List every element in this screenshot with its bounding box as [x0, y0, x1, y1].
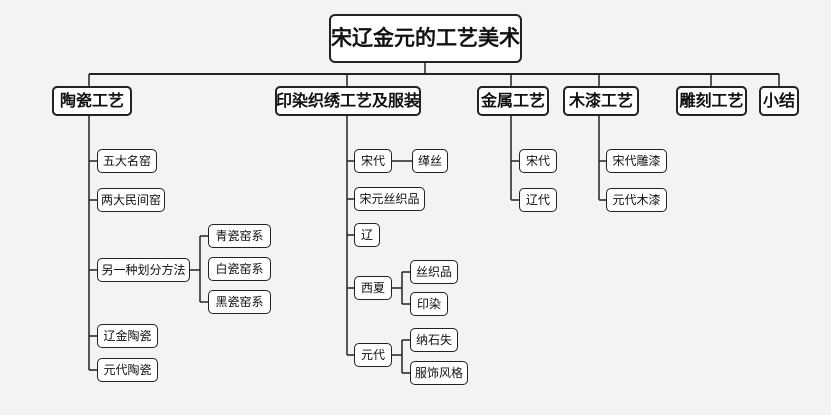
root-node: 宋辽金元的工艺美术 — [329, 14, 522, 63]
textile-song-node: 宋代 — [354, 149, 392, 173]
white-kiln-node: 白瓷窑系 — [208, 257, 271, 281]
five-kilns-node: 五大名窑 — [97, 149, 157, 173]
lacquer-node: 木漆工艺 — [563, 86, 639, 116]
ceramics-node: 陶瓷工艺 — [52, 86, 132, 116]
textiles-node: 印染织绣工艺及服装 — [275, 86, 421, 116]
song-carved-lacquer-node: 宋代雕漆 — [606, 149, 667, 173]
textile-liao-node: 辽 — [354, 223, 380, 247]
carving-node: 雕刻工艺 — [676, 86, 747, 116]
songyuan-silk-node: 宋元丝织品 — [354, 187, 425, 211]
costume-style-node: 服饰风格 — [410, 361, 468, 385]
two-folk-kilns-node: 两大民间窑 — [97, 188, 165, 212]
nashishi-node: 纳石失 — [410, 328, 458, 352]
textile-yuan-node: 元代 — [354, 343, 392, 367]
yuan-ceramics-node: 元代陶瓷 — [97, 358, 158, 382]
xixia-silk-node: 丝织品 — [410, 260, 458, 284]
metal-node: 金属工艺 — [477, 86, 549, 116]
xixia-node: 西夏 — [354, 276, 392, 300]
another-division-node: 另一种划分方法 — [97, 258, 190, 282]
kesi-node: 缂丝 — [412, 149, 448, 173]
yuan-lacquer-node: 元代木漆 — [606, 188, 667, 212]
liaojin-ceramics-node: 辽金陶瓷 — [97, 324, 158, 348]
celadon-kiln-node: 青瓷窑系 — [208, 224, 271, 248]
summary-node: 小结 — [759, 86, 799, 116]
black-kiln-node: 黑瓷窑系 — [208, 290, 271, 314]
metal-song-node: 宋代 — [519, 149, 557, 173]
xixia-dyeing-node: 印染 — [410, 292, 448, 316]
metal-liao-node: 辽代 — [519, 188, 557, 212]
